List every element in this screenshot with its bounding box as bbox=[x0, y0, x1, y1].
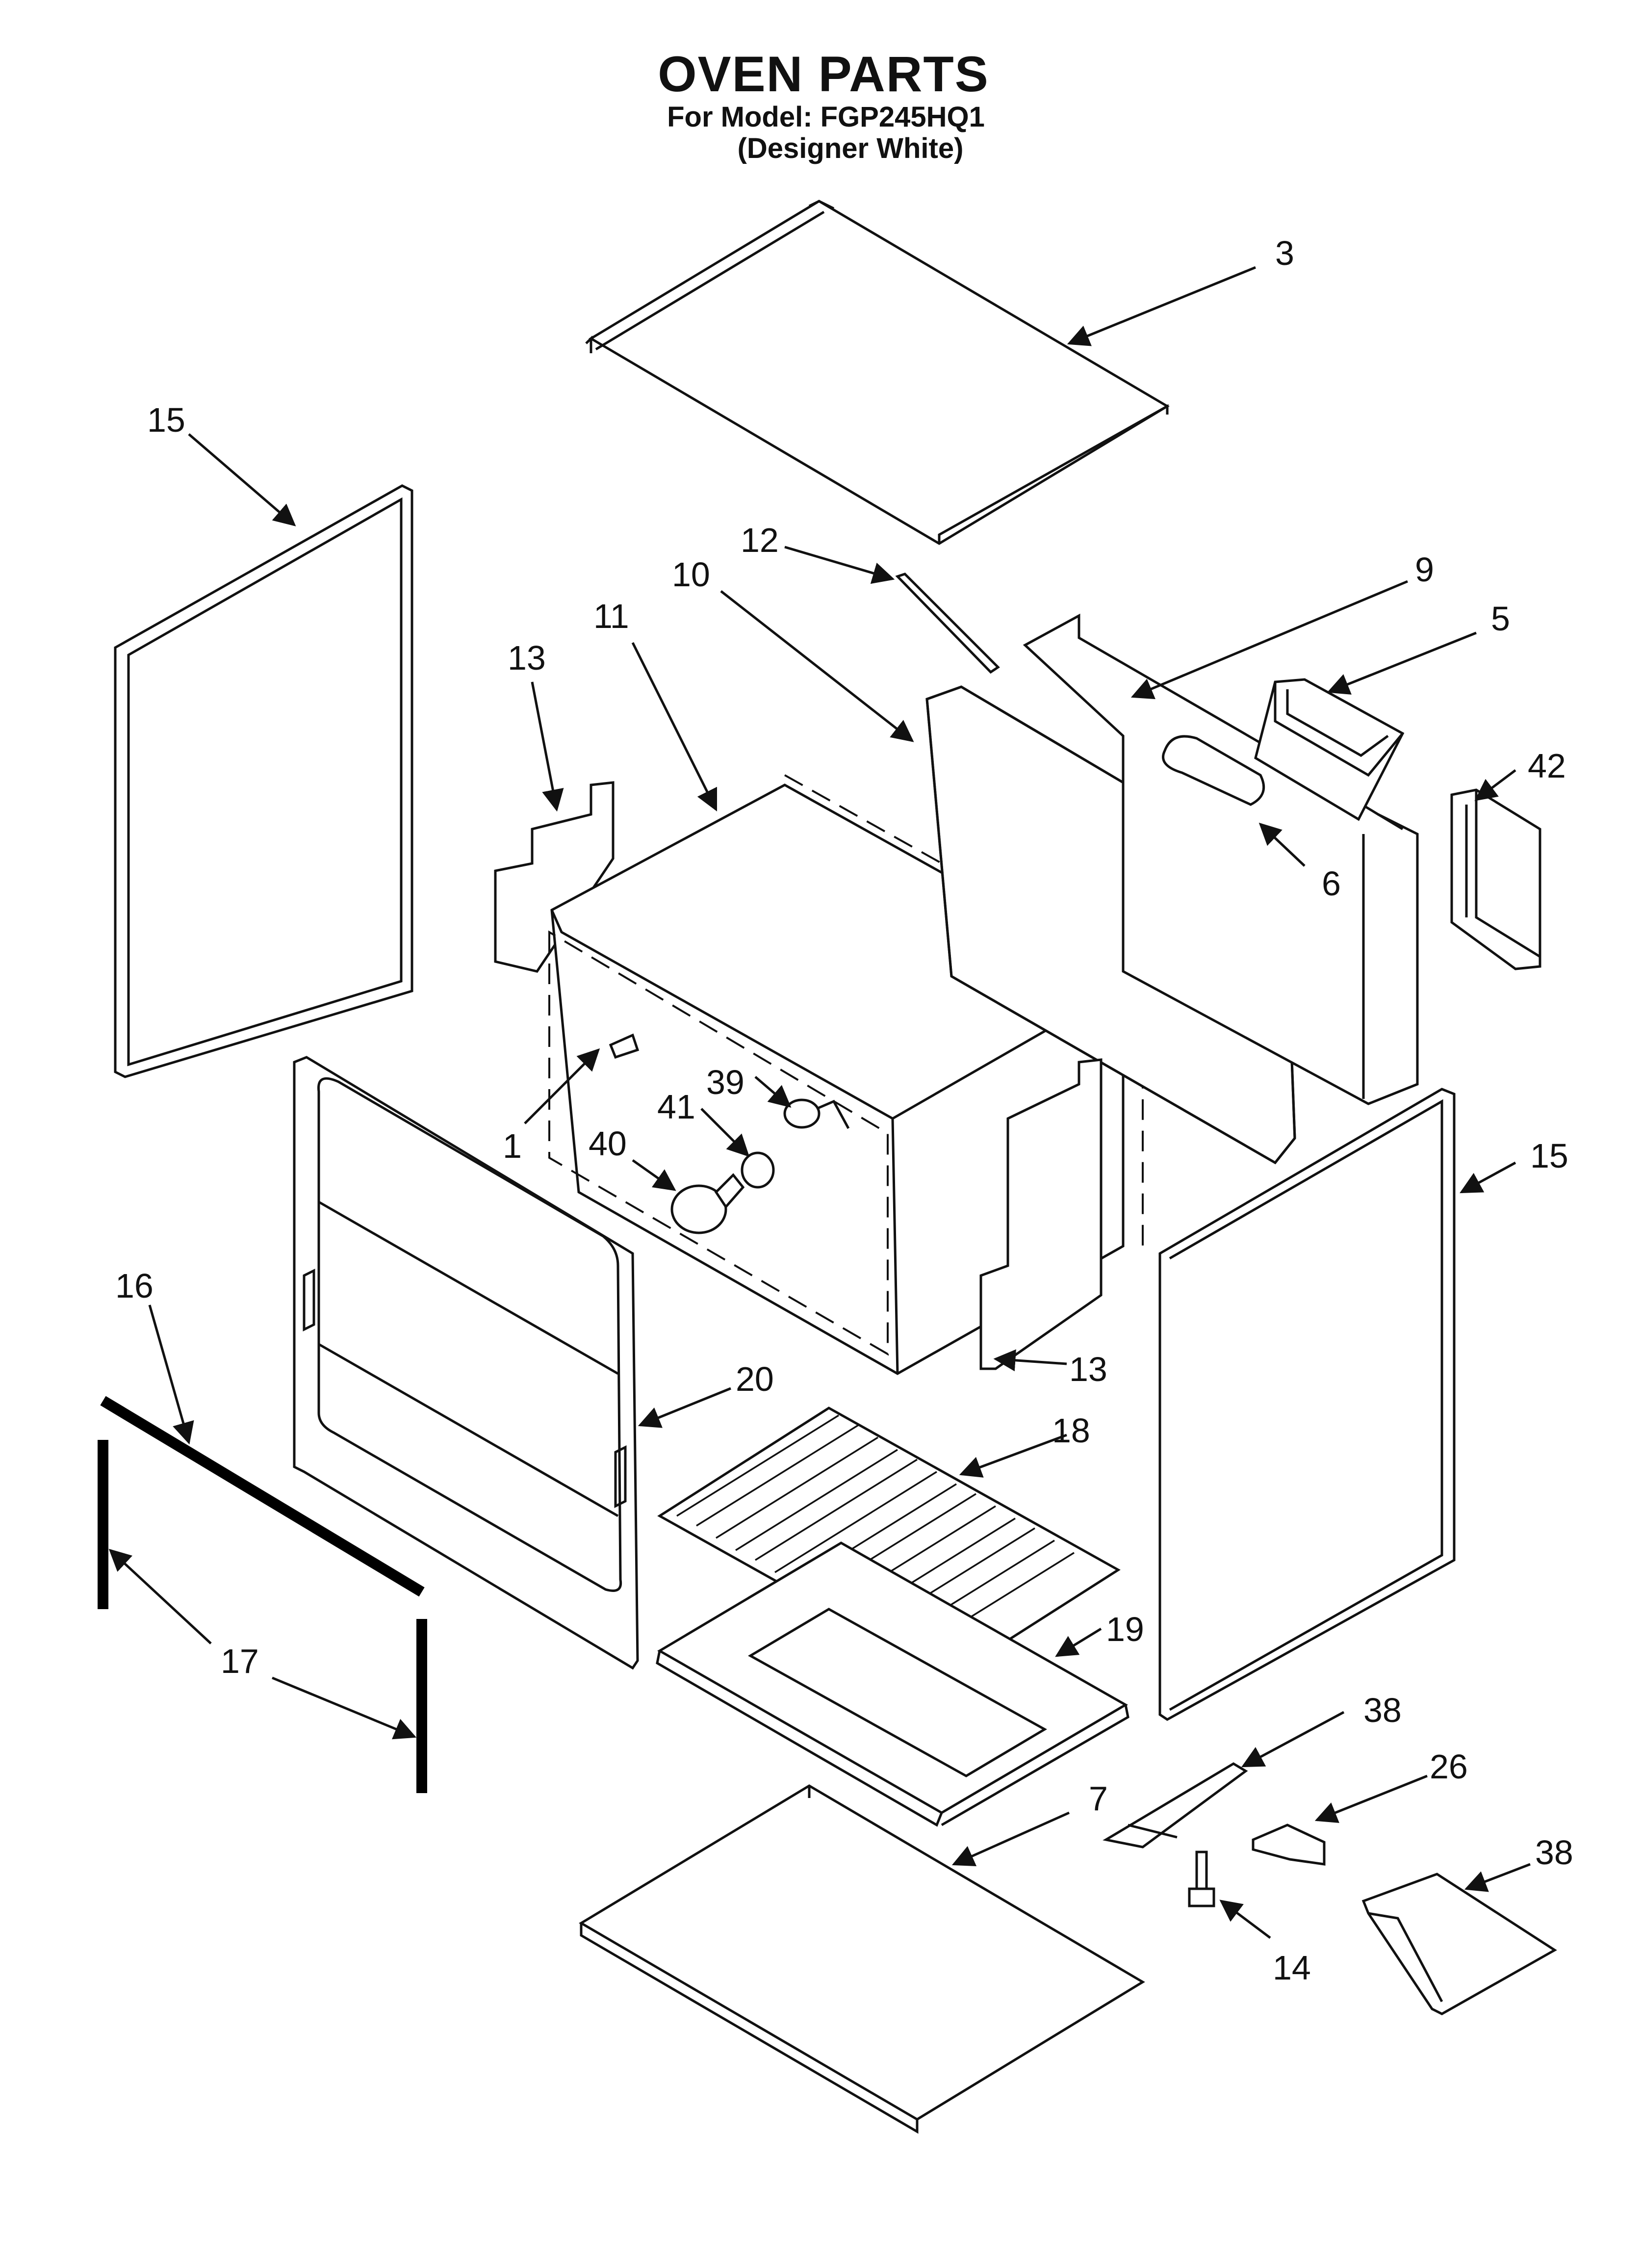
callout-42: 42 bbox=[1528, 747, 1566, 785]
part-5-vent bbox=[1254, 678, 1405, 821]
callout-15-left: 15 bbox=[147, 401, 185, 439]
callout-13-right: 13 bbox=[1069, 1350, 1107, 1388]
part-40-bulb bbox=[670, 1173, 745, 1234]
page-title: OVEN PARTS bbox=[658, 46, 989, 102]
part-26-clip bbox=[1252, 1824, 1326, 1866]
callout-40: 40 bbox=[589, 1124, 627, 1163]
part-14-leveling-leg bbox=[1188, 1851, 1215, 1907]
part-42-box bbox=[1450, 788, 1541, 970]
part-3-top-panel bbox=[585, 200, 1170, 545]
callout-10: 10 bbox=[672, 555, 710, 594]
part-39-lamp-holder bbox=[783, 1098, 850, 1129]
callout-3: 3 bbox=[1275, 234, 1294, 272]
part-15-left-side-panel bbox=[114, 484, 413, 1078]
part-38-lower-bracket bbox=[1361, 1873, 1557, 2015]
callout-6: 6 bbox=[1322, 864, 1341, 903]
callout-16: 16 bbox=[115, 1267, 154, 1305]
callout-26: 26 bbox=[1430, 1747, 1468, 1786]
part-13-right-bracket bbox=[979, 1058, 1103, 1370]
model-line: For Model: FGP245HQ1 bbox=[667, 101, 985, 133]
callout-38-lower: 38 bbox=[1535, 1833, 1573, 1872]
part-6-pad bbox=[1162, 735, 1265, 806]
callout-13-left: 13 bbox=[508, 639, 546, 677]
callout-17: 17 bbox=[221, 1642, 259, 1680]
callout-38-upper: 38 bbox=[1363, 1691, 1402, 1729]
part-12-strip bbox=[895, 573, 1000, 674]
callout-5: 5 bbox=[1491, 600, 1510, 638]
part-10-insulation bbox=[925, 685, 1296, 1165]
callout-20: 20 bbox=[736, 1360, 774, 1398]
part-15-right-side-panel bbox=[1158, 1088, 1456, 1721]
part-19-bottom-tray bbox=[656, 1541, 1129, 1827]
part-20-door-frame bbox=[293, 1056, 639, 1670]
finish-line: (Designer White) bbox=[737, 132, 964, 164]
callout-1: 1 bbox=[503, 1127, 522, 1165]
callout-18: 18 bbox=[1052, 1411, 1090, 1450]
part-1-clip bbox=[609, 1033, 640, 1059]
part-9-rear-panel bbox=[1023, 613, 1419, 1105]
callout-14: 14 bbox=[1273, 1949, 1311, 1987]
callout-39: 39 bbox=[706, 1063, 744, 1101]
callout-9: 9 bbox=[1415, 550, 1434, 589]
callout-15-right: 15 bbox=[1530, 1137, 1568, 1175]
callout-11: 11 bbox=[593, 597, 629, 635]
leader-lines bbox=[108, 266, 1531, 1939]
callout-labels: 3 15 12 10 9 5 11 13 42 6 1 41 39 40 15 … bbox=[115, 234, 1573, 1987]
callout-19: 19 bbox=[1106, 1610, 1144, 1648]
part-41-socket bbox=[741, 1151, 775, 1189]
part-7-bottom-panel bbox=[579, 1784, 1145, 2134]
part-16-top-trim bbox=[100, 1396, 425, 1597]
callout-12: 12 bbox=[741, 521, 779, 559]
diagram-header: OVEN PARTS For Model: FGP245HQ1 (Designe… bbox=[0, 47, 1642, 164]
callout-7: 7 bbox=[1089, 1779, 1108, 1818]
part-38-upper-bracket bbox=[1103, 1762, 1248, 1849]
callout-41: 41 bbox=[657, 1088, 695, 1126]
